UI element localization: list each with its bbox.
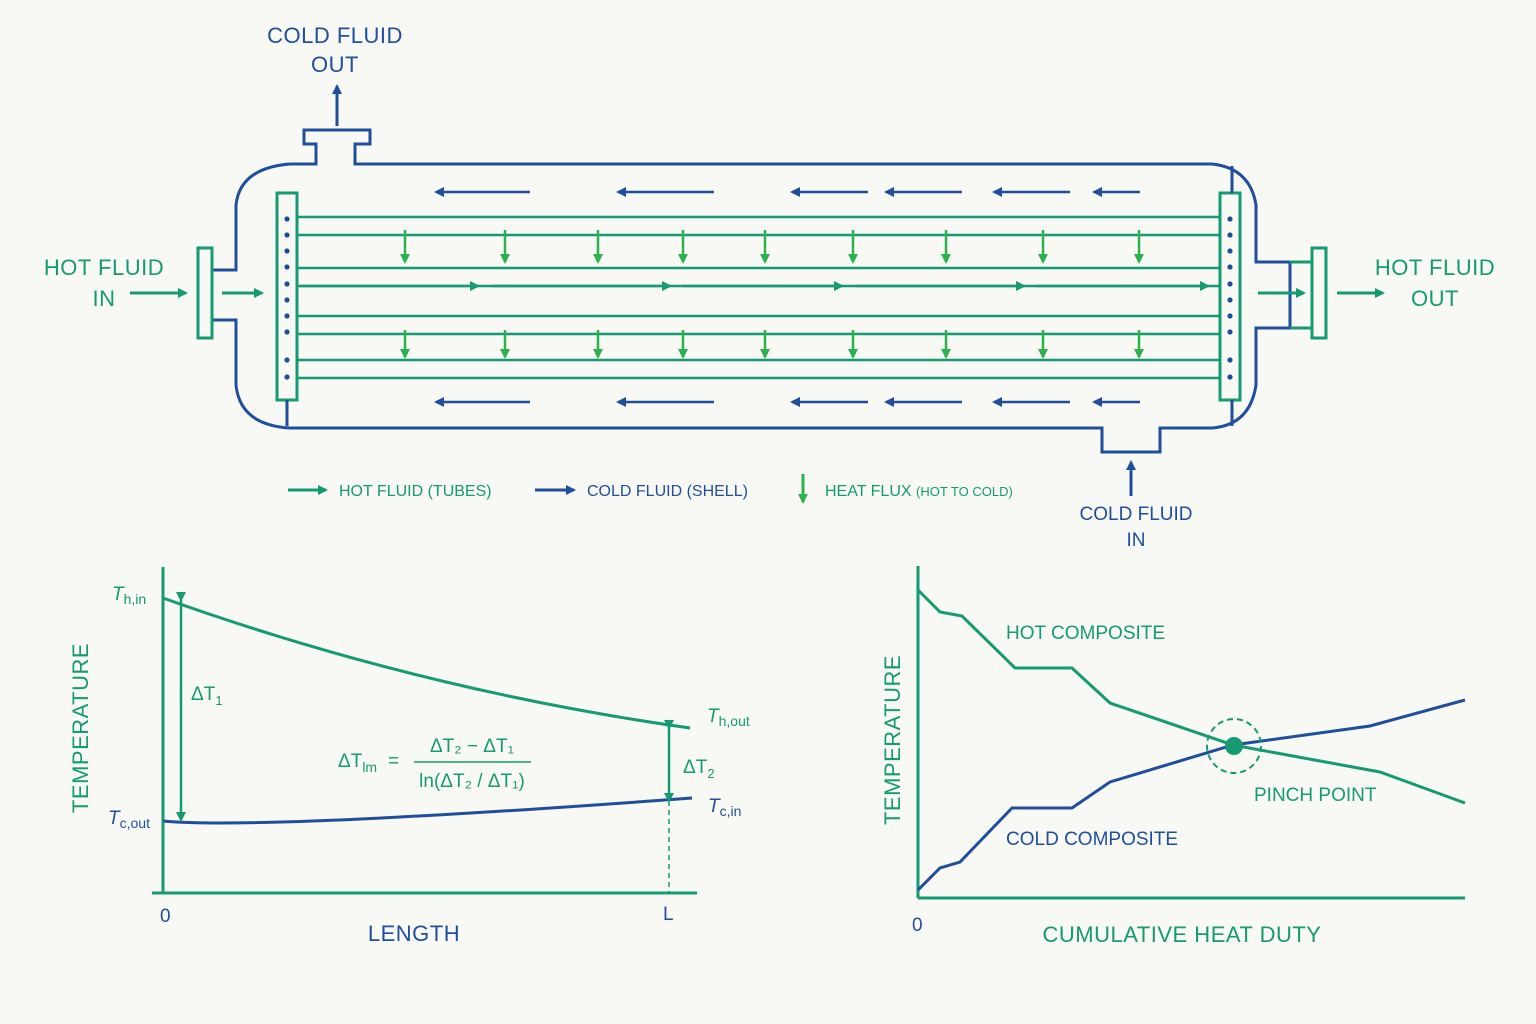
profile-xL-tick: L [663, 904, 674, 925]
legend: HOT FLUID (TUBES) COLD FLUID (SHELL) HEA… [288, 474, 1013, 504]
pinch-y-label: TEMPERATURE [880, 655, 905, 825]
cold-composite-curve [916, 698, 1466, 892]
right-sheet-hole-8 [1227, 329, 1233, 335]
hot-composite-curve [916, 588, 1466, 805]
tube-bundle [297, 215, 1220, 380]
profile-x0-tick: 0 [160, 906, 171, 927]
hot-composite-label: HOT COMPOSITE [1006, 623, 1165, 644]
cold-temperature-curve [162, 796, 693, 825]
pinch-x-label: CUMULATIVE HEAT DUTY [1043, 922, 1322, 947]
composite-curves-plot: TEMPERATURE CUMULATIVE HEAT DUTY 0 HOT C… [880, 566, 1466, 947]
legend-hot-label: HOT FLUID (TUBES) [339, 483, 492, 500]
hot-in-label-2: IN [93, 286, 116, 311]
cold-in-label-2: IN [1127, 530, 1146, 551]
lmtd-lhs: ΔTlm [338, 751, 377, 775]
left-sheet-hole-2 [284, 232, 290, 238]
pinch-point-marker [1225, 737, 1243, 755]
right-sheet-hole-2 [1227, 232, 1233, 238]
left-sheet-hole-7 [284, 313, 290, 319]
hot-temperature-curve [162, 596, 691, 730]
left-tube-sheet [275, 191, 299, 402]
tc-out-label: Tc,out [108, 808, 150, 831]
th-out-label: Th,out [707, 706, 750, 729]
tube-sheet-holes [284, 216, 1233, 380]
cold-flow-arrows [434, 187, 1140, 407]
lmtd-numerator: ΔT₂ − ΔT₁ [430, 736, 514, 757]
right-tube-sheet [1218, 191, 1242, 402]
right-sheet-hole-4 [1227, 264, 1233, 270]
legend-cold-label: COLD FLUID (SHELL) [587, 483, 748, 500]
right-sheet-hole-3 [1227, 248, 1233, 254]
dt1-label: ΔT1 [191, 684, 223, 708]
profile-x-label: LENGTH [368, 921, 460, 946]
shell-and-tube-exchanger: COLD FLUID OUT COLD FLUID IN HOT FLUID I… [44, 23, 1495, 551]
hot-out-label-2: OUT [1411, 286, 1459, 311]
left-sheet-hole-9 [284, 357, 290, 363]
lmtd-formula: ΔTlm = ΔT₂ − ΔT₁ ln(ΔT₂ / ΔT₁) [338, 736, 531, 792]
right-sheet-hole-5 [1227, 281, 1233, 287]
hot-in-label-1: HOT FLUID [44, 255, 164, 280]
left-sheet-hole-10 [284, 374, 290, 380]
hot-out-label-1: HOT FLUID [1375, 255, 1495, 280]
temperature-profile-plot: TEMPERATURE LENGTH 0 L Th,in Tc,out Th,o… [68, 567, 750, 946]
right-sheet-hole-1 [1227, 216, 1233, 222]
left-sheet-hole-8 [284, 329, 290, 335]
heat-flux-arrows [400, 230, 1144, 359]
left-sheet-hole-5 [284, 281, 290, 287]
dt2-label: ΔT2 [683, 757, 715, 781]
cold-in-label-1: COLD FLUID [1080, 504, 1193, 525]
pinch-point-halo [1206, 718, 1262, 774]
pinch-point-label: PINCH POINT [1254, 785, 1377, 806]
left-sheet-hole-3 [284, 248, 290, 254]
th-in-label: Th,in [112, 584, 146, 607]
lmtd-equals: = [388, 751, 399, 772]
cold-out-label-1: COLD FLUID [267, 23, 403, 48]
cold-out-label-2: OUT [311, 52, 359, 77]
pinch-x0-tick: 0 [912, 915, 923, 936]
right-sheet-hole-7 [1227, 313, 1233, 319]
left-sheet-hole-6 [284, 297, 290, 303]
profile-y-label: TEMPERATURE [68, 643, 93, 813]
left-sheet-hole-1 [284, 216, 290, 222]
right-sheet-hole-6 [1227, 297, 1233, 303]
hot-outlet-flange [1310, 246, 1328, 340]
tc-in-label: Tc,in [708, 796, 741, 819]
shell-outline [210, 128, 1292, 454]
lmtd-denominator: ln(ΔT₂ / ΔT₁) [419, 771, 525, 792]
left-sheet-hole-4 [284, 264, 290, 270]
legend-flux-label: HEAT FLUX (HOT TO COLD) [825, 483, 1013, 500]
right-sheet-hole-9 [1227, 357, 1233, 363]
hot-inlet-flange [196, 246, 214, 340]
right-sheet-hole-10 [1227, 374, 1233, 380]
cold-composite-label: COLD COMPOSITE [1006, 829, 1178, 850]
